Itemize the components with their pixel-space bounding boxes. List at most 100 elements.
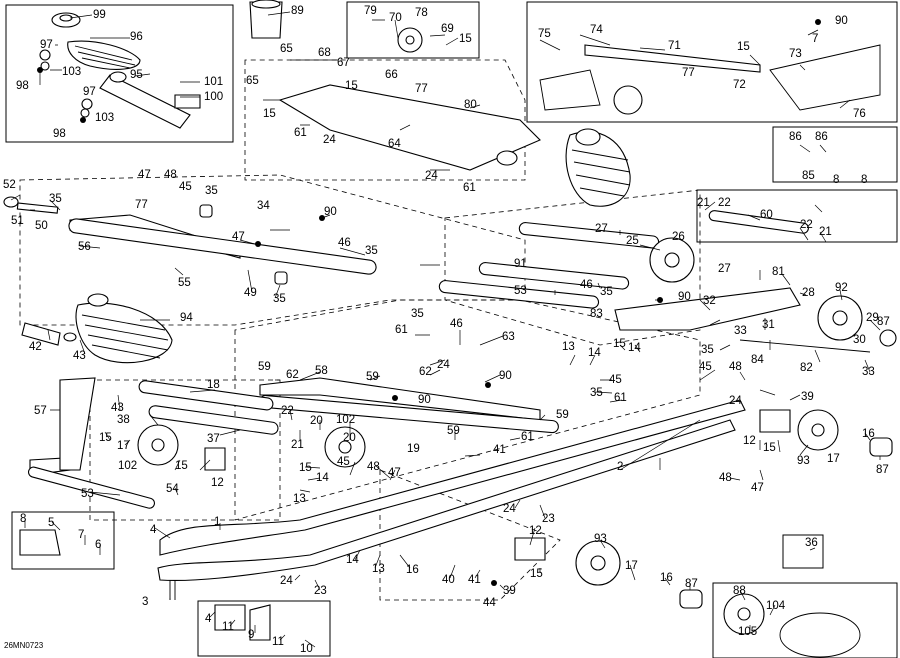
callout-92: 92 [835, 282, 848, 294]
callout-16a: 16 [862, 428, 875, 440]
callout-77c: 77 [135, 199, 148, 211]
front-arm-parts [3, 196, 377, 285]
callout-99: 99 [93, 9, 106, 21]
callout-13b: 13 [293, 493, 306, 505]
callout-90b: 90 [324, 206, 337, 218]
callout-15g: 15 [763, 442, 776, 454]
callout-35a: 35 [49, 193, 62, 205]
callout-35f: 35 [701, 344, 714, 356]
callout-15c: 15 [345, 80, 358, 92]
callout-13c: 13 [372, 563, 385, 575]
callout-9: 9 [248, 629, 254, 641]
callout-15i: 15 [299, 462, 312, 474]
callout-49: 49 [244, 287, 257, 299]
callout-7b: 7 [78, 529, 84, 541]
callout-101: 101 [204, 76, 223, 88]
callout-87c: 87 [685, 578, 698, 590]
callout-75: 75 [538, 28, 551, 40]
callout-40: 40 [442, 574, 455, 586]
callout-30: 30 [853, 334, 866, 346]
callout-35c: 35 [365, 245, 378, 257]
callout-65a: 65 [280, 43, 293, 55]
callout-15d: 15 [737, 41, 750, 53]
callout-97b: 97 [83, 86, 96, 98]
callout-59a: 59 [258, 361, 271, 373]
callout-57: 57 [34, 405, 47, 417]
callout-24b: 24 [425, 170, 438, 182]
callout-90c: 90 [678, 291, 691, 303]
rear-wheel-parts [438, 210, 897, 353]
callout-24a: 24 [323, 134, 336, 146]
callout-14d: 14 [346, 554, 359, 566]
callout-45d: 45 [337, 456, 350, 468]
callout-26: 26 [672, 231, 685, 243]
callout-1: 1 [214, 516, 220, 528]
center-arm-parts [137, 377, 559, 468]
callout-70: 70 [389, 12, 402, 24]
front-arm-lever-part [59, 377, 96, 471]
callout-98b: 98 [53, 128, 66, 140]
callout-35h: 35 [590, 387, 603, 399]
callout-28: 28 [802, 287, 815, 299]
callout-66: 66 [385, 69, 398, 81]
callout-15j: 15 [530, 568, 543, 580]
callout-80: 80 [464, 99, 477, 111]
callout-47c: 47 [388, 467, 401, 479]
callout-59b: 59 [366, 371, 379, 383]
callout-27a: 27 [595, 223, 608, 235]
callout-21b: 21 [819, 226, 832, 238]
callout-8b: 8 [861, 174, 867, 186]
callout-61d: 61 [614, 392, 627, 404]
callout-8a: 8 [833, 174, 839, 186]
callout-100: 100 [204, 91, 223, 103]
callout-36: 36 [805, 537, 818, 549]
shock-body-part [99, 74, 191, 129]
callout-25: 25 [626, 235, 639, 247]
callout-69: 69 [441, 23, 454, 35]
callout-59c: 59 [556, 409, 569, 421]
callout-13a: 13 [562, 341, 575, 353]
callout-102b: 102 [118, 460, 137, 472]
callout-50: 50 [35, 220, 48, 232]
callout-24f: 24 [280, 575, 293, 587]
callout-71: 71 [668, 40, 681, 52]
callout-46c: 46 [450, 318, 463, 330]
callout-53b: 53 [81, 488, 94, 500]
callout-62a: 62 [286, 369, 299, 381]
callout-19: 19 [407, 443, 420, 455]
callout-105: 105 [738, 626, 757, 638]
slide-rail-part [159, 399, 746, 556]
callout-12b: 12 [211, 477, 224, 489]
callout-48b: 48 [729, 361, 742, 373]
callout-55: 55 [178, 277, 191, 289]
callout-91: 91 [514, 258, 527, 270]
callout-90e: 90 [418, 394, 431, 406]
callout-87a: 87 [877, 316, 890, 328]
callout-86b: 86 [815, 131, 828, 143]
callout-4b: 4 [205, 613, 212, 625]
callout-68: 68 [318, 47, 331, 59]
callout-79: 79 [364, 5, 377, 17]
callout-61a: 61 [294, 127, 307, 139]
callout-61c: 61 [395, 324, 408, 336]
rear-bracket-part [614, 287, 801, 331]
callout-43b: 43 [111, 402, 124, 414]
callout-15h: 15 [175, 460, 188, 472]
callout-48c: 48 [367, 461, 380, 473]
callout-93a: 93 [797, 455, 810, 467]
callout-97a: 97 [40, 39, 53, 51]
callout-103b: 103 [95, 112, 114, 124]
callout-24d: 24 [729, 395, 742, 407]
callout-104: 104 [766, 600, 786, 612]
callout-14b: 14 [628, 342, 641, 354]
callout-6: 6 [95, 539, 101, 551]
callout-102a: 102 [336, 414, 355, 426]
callout-29: 29 [866, 312, 879, 324]
callout-89: 89 [291, 5, 304, 17]
callout-41b: 41 [468, 574, 481, 586]
callout-4a: 4 [150, 524, 157, 536]
callout-16c: 16 [660, 572, 673, 584]
